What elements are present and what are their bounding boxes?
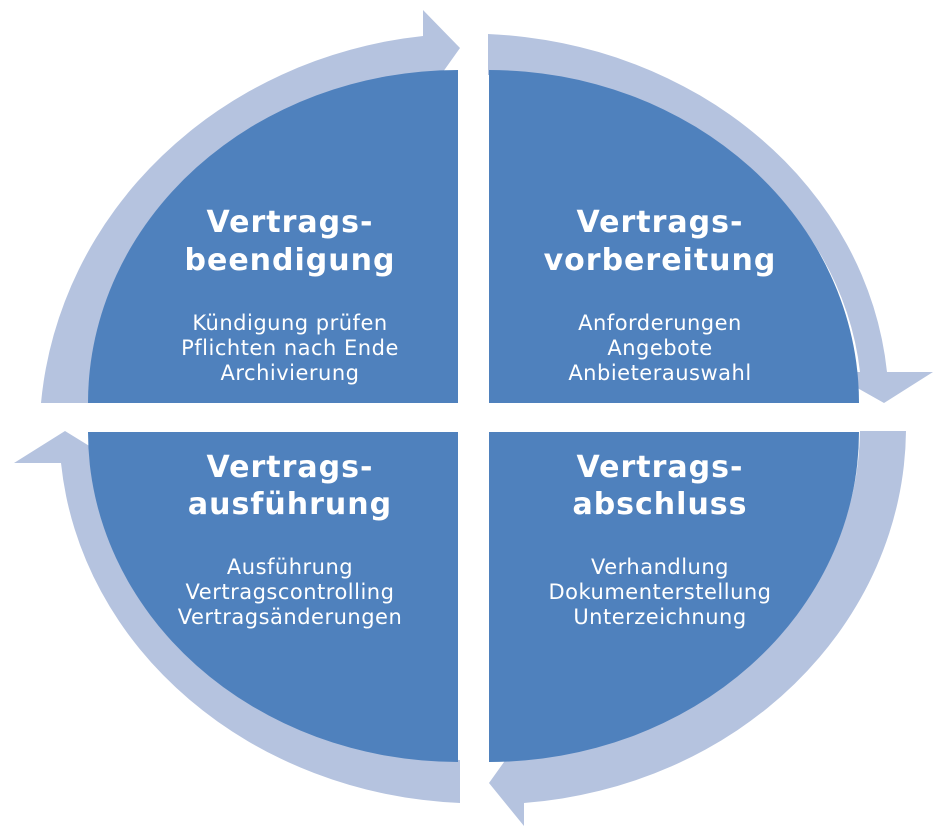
- list-item: Anforderungen: [578, 311, 742, 335]
- quadrants: [88, 70, 859, 762]
- list-item: Anbieterauswahl: [568, 361, 751, 385]
- arrow-top-right: [488, 34, 933, 403]
- quadrant-top-right: [489, 70, 859, 403]
- list-item: Unterzeichnung: [573, 605, 746, 629]
- list-item: Pflichten nach Ende: [181, 336, 399, 360]
- title-line1: Vertrags-: [207, 450, 374, 485]
- arrow-bottom-left: [14, 431, 460, 803]
- list-item: Vertragscontrolling: [186, 580, 395, 604]
- list-item: Vertragsänderungen: [178, 605, 403, 629]
- list-item: Kündigung prüfen: [192, 311, 387, 335]
- title-line2: vorbereitung: [544, 243, 777, 278]
- quadrant-bottom-left-text: Vertrags- ausführung Ausführung Vertrags…: [178, 450, 403, 629]
- list-item: Ausführung: [227, 555, 353, 579]
- cycle-arrows: [14, 10, 933, 826]
- list-item: Angebote: [607, 336, 712, 360]
- quadrant-top-left: [88, 70, 458, 403]
- quadrant-bottom-left: [88, 432, 458, 762]
- arrow-top-left: [41, 10, 460, 403]
- arrow-bottom-right: [489, 431, 906, 826]
- quadrant-top-right-text: Vertrags- vorbereitung Anforderungen Ang…: [544, 205, 777, 385]
- list-item: Verhandlung: [591, 555, 729, 579]
- quadrant-bottom-right-text: Vertrags- abschluss Verhandlung Dokument…: [548, 450, 771, 629]
- title-line2: ausführung: [188, 487, 392, 522]
- list-item: Archivierung: [221, 361, 360, 385]
- quadrant-top-left-text: Vertrags- beendigung Kündigung prüfen Pf…: [181, 205, 399, 385]
- title-line1: Vertrags-: [207, 205, 374, 240]
- title-line1: Vertrags-: [577, 205, 744, 240]
- title-line2: abschluss: [572, 487, 747, 522]
- list-item: Dokumenterstellung: [548, 580, 771, 604]
- quadrant-bottom-right: [489, 432, 859, 762]
- title-line1: Vertrags-: [577, 450, 744, 485]
- title-line2: beendigung: [185, 243, 396, 278]
